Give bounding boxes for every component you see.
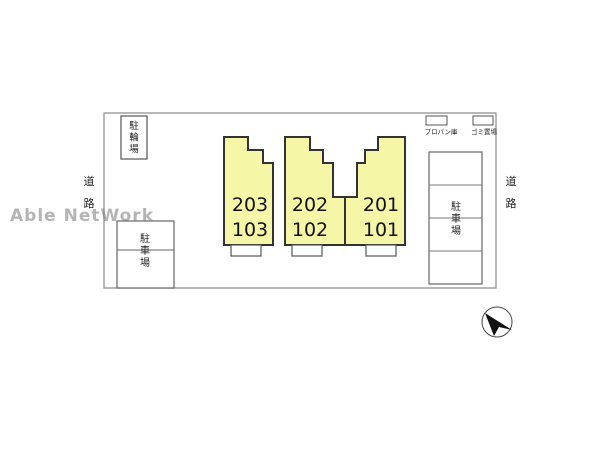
unit-step-left — [230, 244, 262, 257]
unit-101-label: 101 — [363, 219, 399, 241]
propane-storage — [425, 115, 448, 126]
unit-103-label: 103 — [232, 219, 268, 241]
parking-west-label: 駐車場 — [140, 232, 150, 269]
unit-202-label: 202 — [292, 194, 328, 216]
parking-east-label: 駐車場 — [451, 200, 461, 237]
road-east-label: 道路 — [506, 174, 517, 210]
bicycle-parking-label: 駐輪場 — [129, 120, 139, 155]
watermark: Able NetWork — [10, 206, 154, 226]
road-west-label: 道路 — [84, 174, 95, 210]
unit-step-right — [365, 244, 397, 257]
bicycle-parking — [120, 115, 148, 160]
garbage-label: ゴミ置場 — [471, 127, 498, 136]
propane-label: プロパン庫 — [425, 127, 458, 136]
garbage-area — [472, 115, 494, 126]
compass-arrow-icon — [481, 306, 513, 338]
parking-west — [116, 220, 175, 289]
building-unit-202-102 — [284, 136, 346, 246]
unit-step-mid — [291, 244, 323, 257]
unit-102-label: 102 — [292, 219, 328, 241]
unit-201-label: 201 — [363, 194, 399, 216]
unit-203-label: 203 — [232, 194, 268, 216]
